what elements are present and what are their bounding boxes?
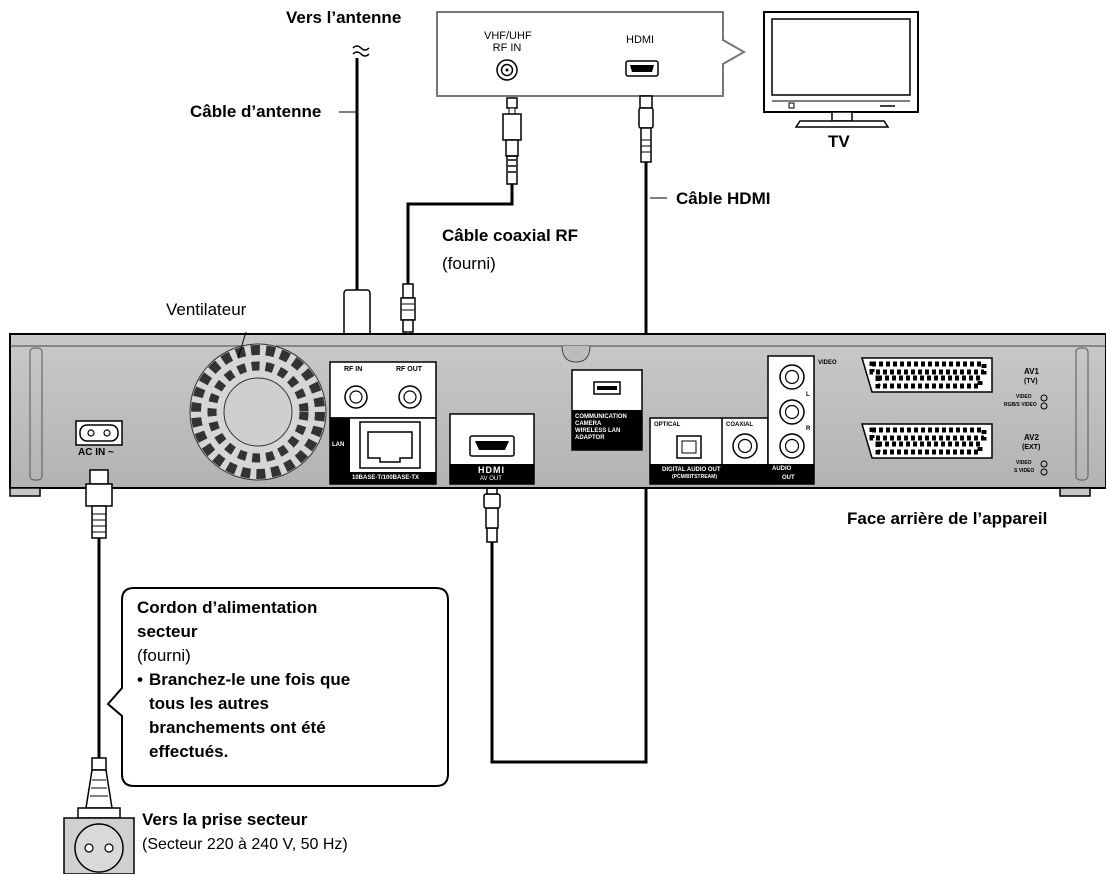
antenna-cable (339, 45, 371, 337)
callout-bullet: • Branchez-le une fois que (137, 668, 437, 692)
bullet-icon: • (137, 670, 143, 689)
callout-title-1: Cordon d’alimentation (137, 598, 318, 617)
callout-bullet-line-2: tous les autres (149, 694, 269, 713)
hdmi-cable-label: Câble HDMI (676, 189, 771, 208)
av2-svideo-label: S VIDEO (1014, 468, 1035, 474)
digital-audio-out-label: DIGITAL AUDIO OUT (662, 467, 721, 473)
av1-label: AV1 (1024, 367, 1039, 376)
power-cord-callout: Cordon d’alimentation secteur (fourni) •… (137, 596, 437, 764)
tv-label: TV (828, 132, 850, 151)
rf-coax-supplied-label: (fourni) (442, 254, 496, 273)
scart-av1 (860, 357, 993, 393)
rf-coax-cable-label: Câble coaxial RF (442, 226, 579, 245)
optical-label: OPTICAL (654, 422, 681, 428)
tv-connector-panel (436, 11, 747, 97)
av2-label: AV2 (1024, 433, 1039, 442)
callout-supplied: (fourni) (137, 646, 191, 665)
lan-spec-label: 10BASE-T/100BASE-TX (352, 475, 420, 481)
wall-outlet (63, 817, 135, 874)
out-label: OUT (782, 475, 795, 481)
antenna-cable-label: Câble d’antenne (190, 102, 322, 121)
usb-label-3: WIRELESS LAN (575, 428, 621, 434)
av2-sub-label: (EXT) (1022, 444, 1041, 451)
av2-video-label: VIDEO (1016, 460, 1032, 466)
rear-panel-label: Face arrière de l’appareil (847, 509, 1048, 528)
outlet-spec-label: (Secteur 220 à 240 V, 50 Hz) (142, 836, 348, 853)
antenna-destination-label: Vers l’antenne (286, 8, 402, 27)
television-icon (763, 11, 919, 128)
usb-port (571, 369, 643, 451)
ac-inlet (75, 420, 123, 446)
analog-av-out (767, 355, 815, 485)
coaxial-label: COAXIAL (726, 422, 753, 428)
av-out-label: AV OUT (480, 476, 502, 482)
av1-rgb-label: RGB/S VIDEO (1004, 402, 1037, 408)
usb-label-1: COMMUNICATION (575, 414, 627, 420)
video-out-label: VIDEO (818, 360, 837, 366)
power-cord (77, 469, 121, 837)
tv-hdmi-label: HDMI (626, 34, 655, 46)
fan-vent (189, 331, 327, 481)
usb-label-2: CAMERA (575, 421, 602, 427)
lan-label: LAN (332, 442, 345, 448)
tv-rf-in-label-2: RF IN (492, 42, 522, 54)
outlet-label: Vers la prise secteur (142, 810, 308, 829)
callout-bubble (106, 587, 449, 787)
av1-video-label: VIDEO (1016, 394, 1032, 400)
usb-label-4: ADAPTOR (575, 435, 605, 441)
callout-bullet-line-4: effectués. (149, 742, 229, 761)
tv-rf-in-label-1: VHF/UHF (484, 30, 532, 42)
ac-in-label: AC IN ~ (78, 447, 114, 458)
recorder-rear-panel (9, 331, 1106, 497)
callout-bullet-line-1: Branchez-le une fois que (149, 670, 351, 689)
audio-label: AUDIO (772, 466, 792, 472)
rf-terminals (329, 361, 437, 419)
callout-title-2: secteur (137, 622, 198, 641)
rf-coaxial-cable (400, 97, 522, 343)
scart-av2 (860, 423, 993, 459)
callout-bullet-line-3: branchements ont été (149, 718, 326, 737)
lan-port (329, 417, 437, 485)
av1-sub-label: (TV) (1024, 378, 1038, 385)
pcm-bitstream-label: (PCM/BITSTREAM) (672, 474, 717, 480)
fan-label: Ventilateur (166, 300, 247, 319)
audio-l-label: L (806, 392, 810, 398)
rf-in-terminal-label: RF IN (344, 366, 363, 373)
audio-r-label: R (806, 426, 811, 432)
hdmi-out-port (449, 413, 535, 485)
hdmi-logo: HDMI (478, 465, 505, 475)
rf-out-terminal-label: RF OUT (396, 366, 423, 373)
